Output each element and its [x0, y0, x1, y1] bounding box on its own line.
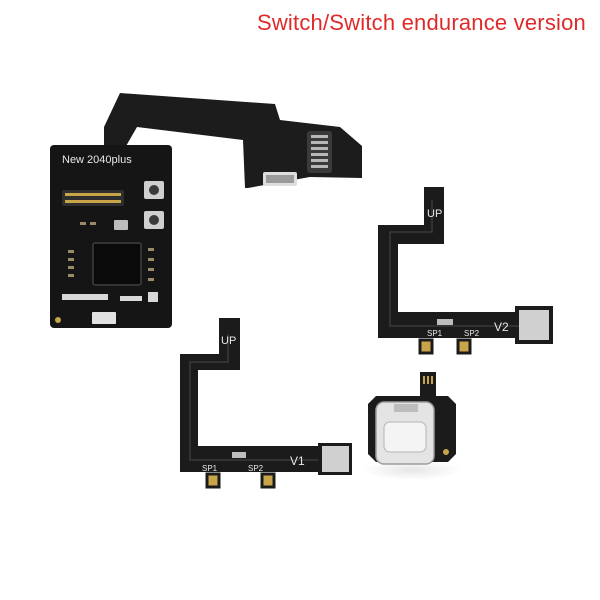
board-fpc-connector — [92, 312, 116, 324]
ribbon-v1-sp1-label: SP1 — [202, 464, 218, 473]
ribbon-v2-sp1-label: SP1 — [427, 329, 443, 338]
sp1-pad — [418, 338, 434, 355]
ribbon-v1-version-label: V1 — [290, 454, 305, 468]
modchip-board-assembly: New 2040plus — [50, 93, 362, 328]
silver-pad — [322, 446, 349, 472]
board-title: New 2040plus — [62, 154, 132, 166]
ribbon-v1: UP SP1 SP2 V1 — [180, 318, 352, 489]
ribbon-v1-up-label: UP — [221, 335, 236, 347]
sp1-pad — [205, 472, 221, 489]
ribbon-v2-up-label: UP — [427, 208, 442, 220]
product-caption: Switch/Switch endurance version — [256, 10, 586, 35]
usb-c-connector-module: UP — [362, 372, 462, 480]
ribbon-v2: UP SP1 SP2 V2 — [378, 187, 553, 355]
ribbon-v2-version-label: V2 — [494, 320, 509, 334]
sp2-pad — [456, 338, 472, 355]
mcu-chip — [92, 242, 142, 286]
silver-pad — [519, 310, 549, 340]
ribbon-v1-sp2-label: SP2 — [248, 464, 264, 473]
sp2-pad — [260, 472, 276, 489]
ribbon-v2-sp2-label: SP2 — [464, 329, 480, 338]
flex-cable — [104, 93, 362, 188]
